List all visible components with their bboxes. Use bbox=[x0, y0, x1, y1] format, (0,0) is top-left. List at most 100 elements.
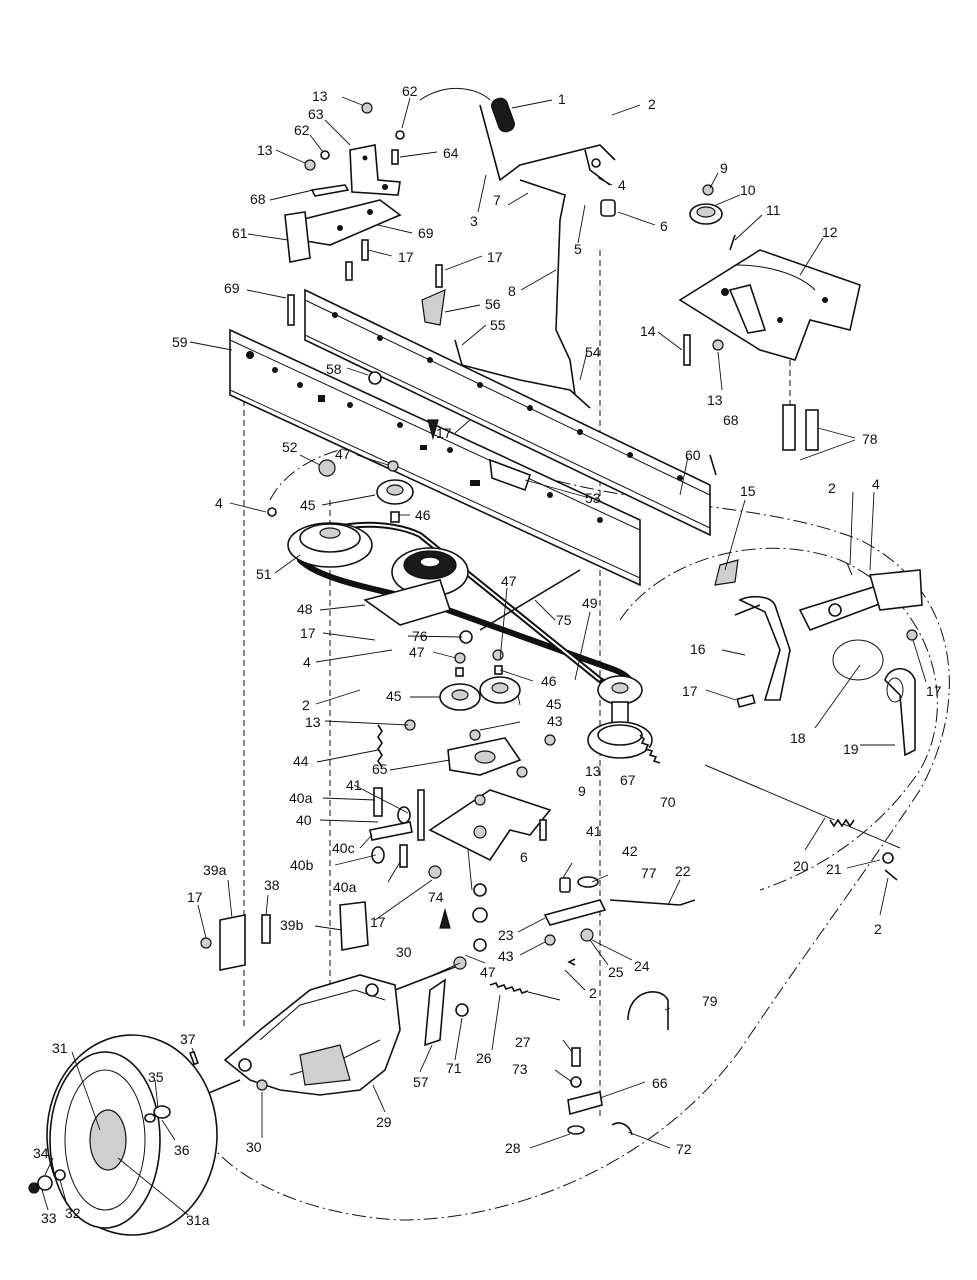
idler-bracket-65 bbox=[377, 719, 556, 778]
callout-62-top: 62 bbox=[402, 83, 418, 99]
callout-41: 41 bbox=[346, 777, 362, 793]
part-4-washer bbox=[267, 507, 277, 517]
callout-72: 72 bbox=[676, 1141, 692, 1157]
callout-5: 5 bbox=[574, 241, 582, 257]
callout-45-right: 45 bbox=[546, 696, 562, 712]
callout-69-left: 69 bbox=[224, 280, 240, 296]
callout-56: 56 bbox=[485, 296, 501, 312]
callout-31: 31 bbox=[52, 1040, 68, 1056]
callout-49: 49 bbox=[582, 595, 598, 611]
callout-labels-repeated: 13 62 17 69 13 68 17 4 2 4 47 17 4 47 46… bbox=[187, 122, 942, 1001]
callout-22: 22 bbox=[675, 863, 691, 879]
callout-17-lower-left: 17 bbox=[187, 889, 203, 905]
callout-12: 12 bbox=[822, 224, 838, 240]
callout-8: 8 bbox=[508, 283, 516, 299]
callout-31a: 31a bbox=[186, 1212, 210, 1228]
callout-2-right-upper: 2 bbox=[828, 480, 836, 496]
callout-17-pedal: 17 bbox=[682, 683, 698, 699]
callout-48: 48 bbox=[297, 601, 313, 617]
callout-47-upper: 47 bbox=[335, 446, 351, 462]
clutch-pulley bbox=[363, 547, 469, 626]
callout-17-mid: 17 bbox=[300, 625, 316, 641]
direction-arrow-upper bbox=[427, 419, 439, 441]
callout-52: 52 bbox=[282, 439, 298, 455]
callout-70: 70 bbox=[660, 794, 676, 810]
callout-23: 23 bbox=[498, 927, 514, 943]
callout-2-top: 2 bbox=[648, 96, 656, 112]
callout-9-top: 9 bbox=[720, 160, 728, 176]
part-54-link bbox=[544, 384, 591, 409]
pad-18 bbox=[832, 639, 884, 681]
callout-74: 74 bbox=[428, 889, 444, 905]
rod-75 bbox=[479, 569, 581, 631]
spring-70 bbox=[639, 734, 661, 764]
callout-47-lower: 47 bbox=[409, 644, 425, 660]
callout-2-bottom: 2 bbox=[589, 985, 597, 1001]
callout-38: 38 bbox=[264, 877, 280, 893]
callout-6-top: 6 bbox=[660, 218, 668, 234]
mount-brackets-39 bbox=[200, 901, 369, 971]
callout-63: 63 bbox=[308, 106, 324, 122]
pad-15 bbox=[714, 559, 739, 586]
callout-17-top: 17 bbox=[398, 249, 414, 265]
engine-pulley-51 bbox=[287, 522, 373, 568]
callout-77: 77 bbox=[641, 865, 657, 881]
callout-9-bracket: 9 bbox=[578, 783, 586, 799]
callout-14: 14 bbox=[640, 323, 656, 339]
rod-26-link bbox=[527, 991, 561, 1001]
callout-34: 34 bbox=[33, 1145, 49, 1161]
callout-32: 32 bbox=[65, 1205, 81, 1221]
callout-61: 61 bbox=[232, 225, 248, 241]
callout-44: 44 bbox=[293, 753, 309, 769]
callout-2-mid: 2 bbox=[302, 697, 310, 713]
callout-26: 26 bbox=[476, 1050, 492, 1066]
callout-64: 64 bbox=[443, 145, 459, 161]
lower-right-hardware bbox=[567, 1047, 633, 1136]
callout-17-frame: 17 bbox=[436, 425, 452, 441]
idler-pulley-45-upper bbox=[376, 460, 414, 523]
callout-3: 3 bbox=[470, 213, 478, 229]
callout-46-upper: 46 bbox=[415, 507, 431, 523]
callout-13-bracket: 13 bbox=[585, 763, 601, 779]
bracket-40-parts bbox=[369, 787, 442, 879]
callout-4-right-upper: 4 bbox=[872, 476, 880, 492]
callout-29: 29 bbox=[376, 1114, 392, 1130]
callout-13-mid: 13 bbox=[305, 714, 321, 730]
callout-4-top: 4 bbox=[618, 177, 626, 193]
callout-47-bottom: 47 bbox=[480, 964, 496, 980]
callout-59: 59 bbox=[172, 334, 188, 350]
callout-76: 76 bbox=[412, 628, 428, 644]
torque-bracket-57 bbox=[424, 956, 469, 1047]
callout-79: 79 bbox=[702, 993, 718, 1009]
callout-13-plate: 13 bbox=[707, 392, 723, 408]
steering-plate bbox=[678, 184, 861, 451]
frame-rail-right bbox=[304, 288, 711, 537]
frame-rail-left bbox=[229, 328, 641, 587]
callout-19: 19 bbox=[843, 741, 859, 757]
callout-62-left: 62 bbox=[294, 122, 310, 138]
transaxle-29 bbox=[179, 964, 461, 1106]
callout-40: 40 bbox=[296, 812, 312, 828]
clutch-bracket-42 bbox=[417, 789, 552, 862]
leader-lines bbox=[41, 96, 927, 1216]
part-52-washer bbox=[318, 459, 336, 477]
callout-54: 54 bbox=[585, 344, 601, 360]
seat-phantom-outline bbox=[619, 547, 938, 891]
callout-68-right: 68 bbox=[723, 412, 739, 428]
callout-68-top: 68 bbox=[250, 191, 266, 207]
callout-27: 27 bbox=[515, 1034, 531, 1050]
callout-69-top: 69 bbox=[418, 225, 434, 241]
callout-1: 1 bbox=[558, 91, 566, 107]
callout-71: 71 bbox=[446, 1060, 462, 1076]
callout-20: 20 bbox=[793, 858, 809, 874]
callout-35: 35 bbox=[148, 1069, 164, 1085]
part-53-bracket bbox=[489, 458, 532, 492]
callout-67: 67 bbox=[620, 772, 636, 788]
callout-25: 25 bbox=[608, 964, 624, 980]
callout-45-upper: 45 bbox=[300, 497, 316, 513]
callout-51: 51 bbox=[256, 566, 272, 582]
callout-37: 37 bbox=[180, 1031, 196, 1047]
transmission-pulley-67 bbox=[587, 675, 653, 759]
lower-hardware-stack bbox=[472, 876, 696, 966]
callout-15: 15 bbox=[740, 483, 756, 499]
